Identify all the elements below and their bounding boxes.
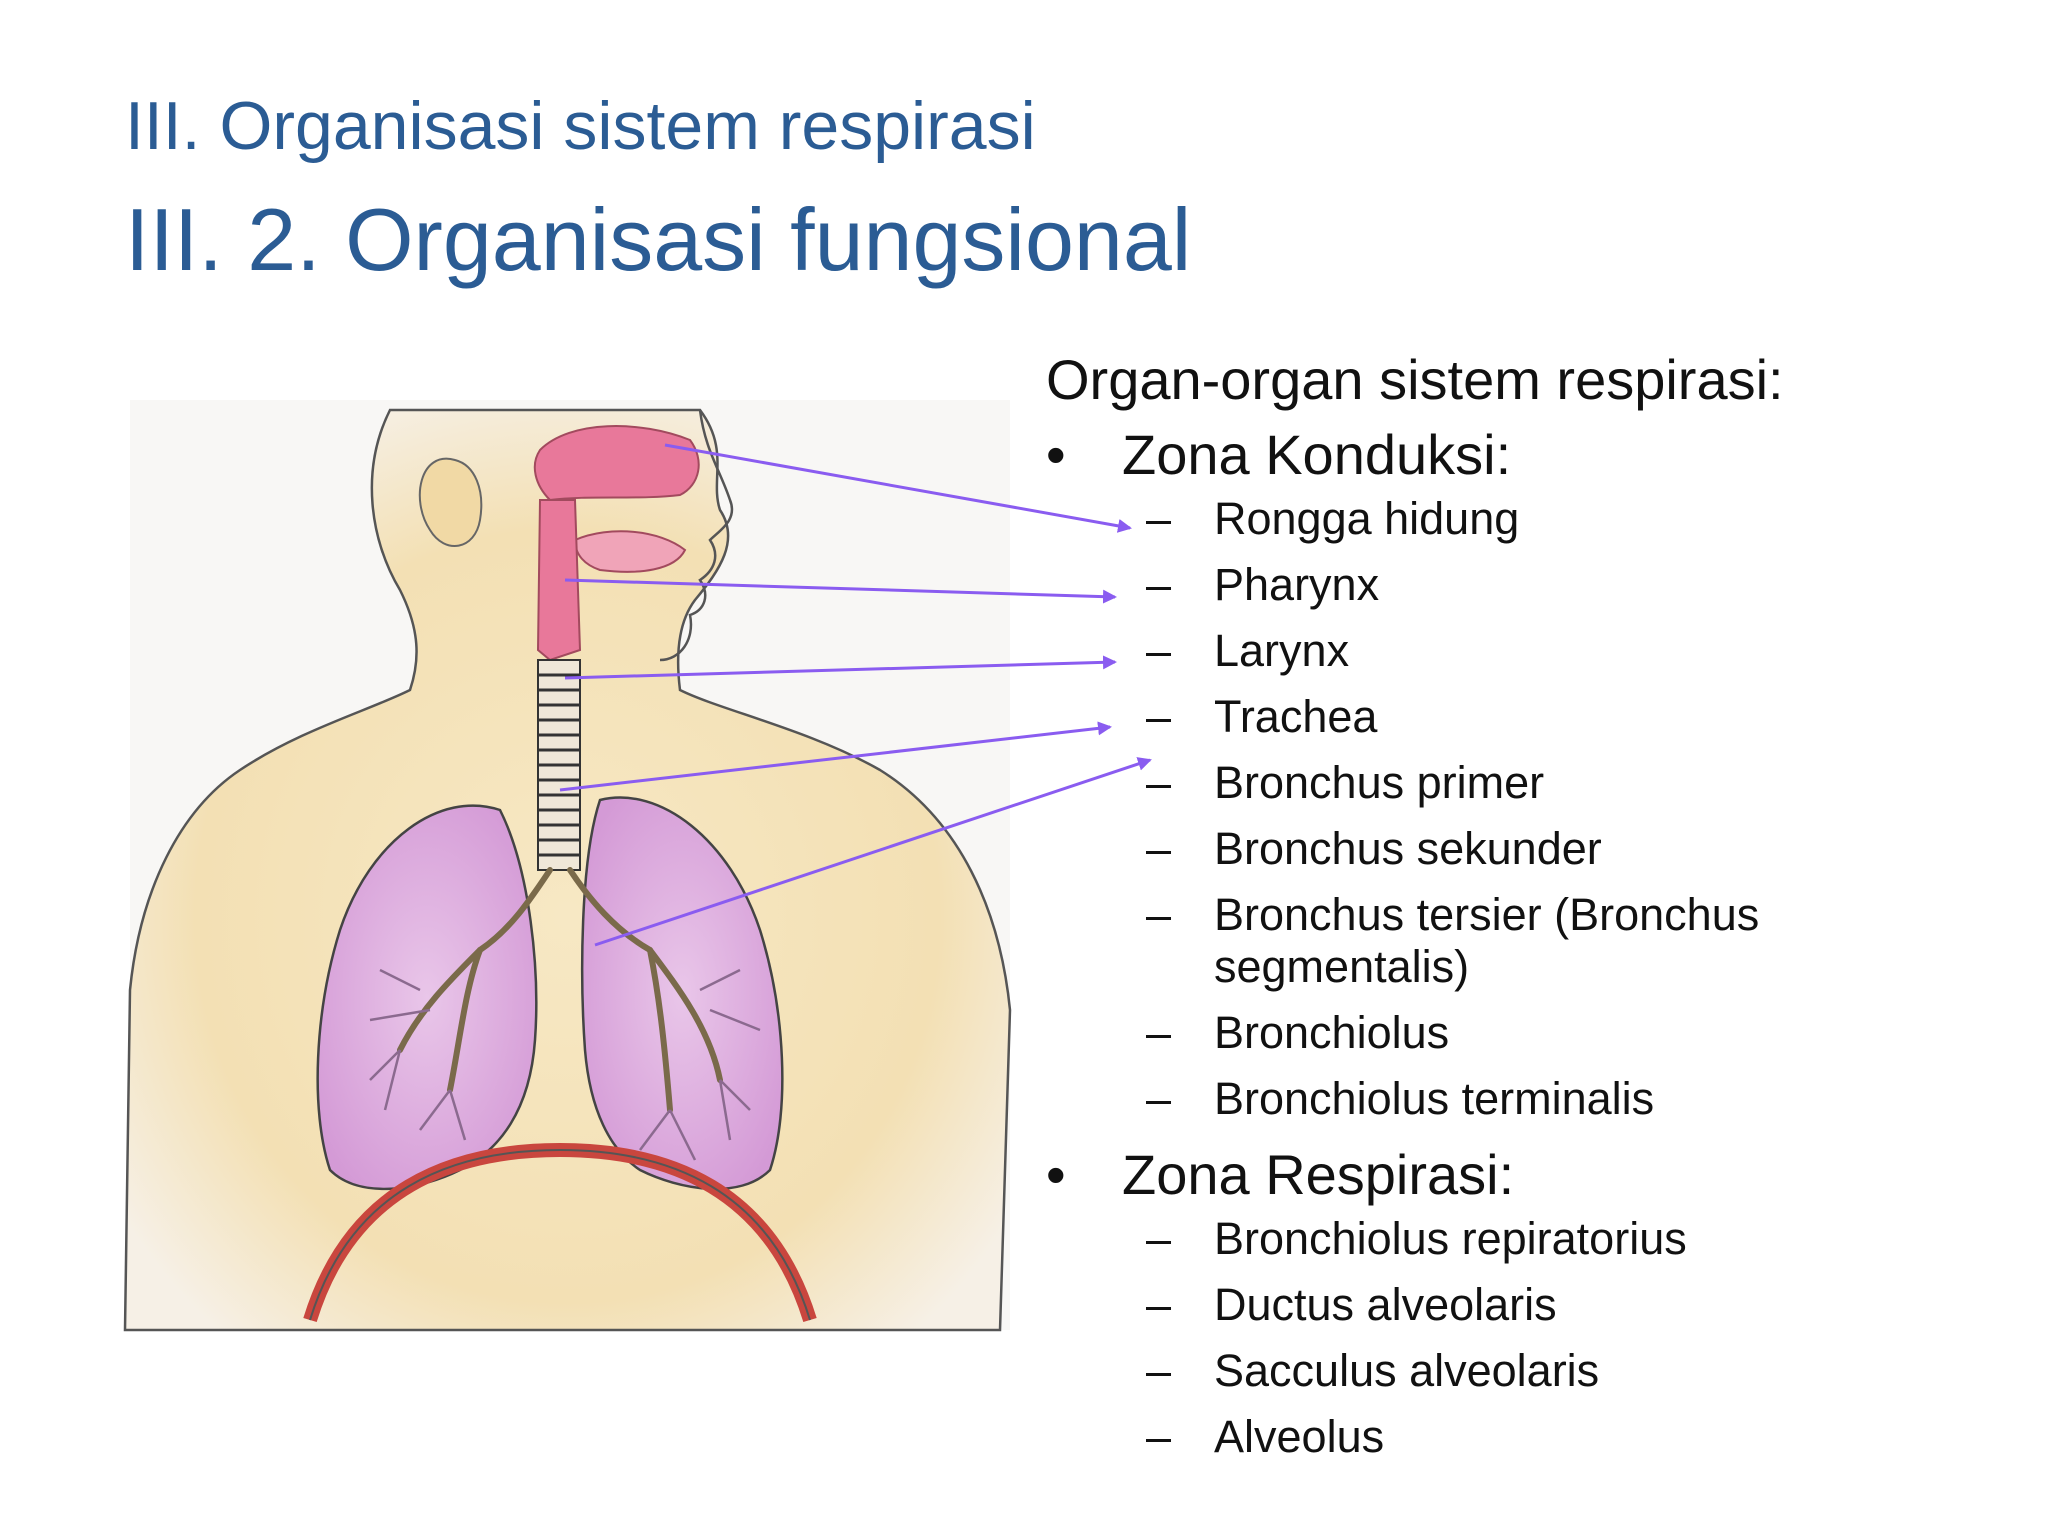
organ-list: Organ-organ sistem respirasi: • Zona Kon… <box>1046 345 2006 1477</box>
organ-list-intro: Organ-organ sistem respirasi: <box>1046 348 1784 411</box>
pharynx-larynx-shape <box>536 499 582 662</box>
list-item: – Trachea <box>1046 691 2006 743</box>
list-item: – Bronchus primer <box>1046 757 2006 809</box>
list-item-label: Sacculus alveolaris <box>1214 1345 1600 1396</box>
zone-label: Zona Respirasi: <box>1122 1143 1515 1206</box>
list-item: – Bronchiolus repiratorius <box>1046 1213 2006 1265</box>
list-item-label: Bronchus sekunder <box>1214 823 1602 874</box>
dash-icon: – <box>1146 1411 1172 1462</box>
dash-icon: – <box>1146 691 1172 742</box>
list-item-label: Bronchiolus <box>1214 1007 1450 1058</box>
list-item: – Rongga hidung <box>1046 493 2006 545</box>
list-item-label: Alveolus <box>1214 1411 1385 1462</box>
dash-icon: – <box>1146 757 1172 808</box>
dash-icon: – <box>1146 559 1172 610</box>
list-item: – Bronchus tersier (Bronchus segmentalis… <box>1046 889 2006 993</box>
zone-label: Zona Konduksi: <box>1122 423 1512 486</box>
bronchial-tree <box>397 867 723 1113</box>
list-item-label: Bronchiolus terminalis <box>1214 1073 1655 1124</box>
list-item: – Bronchiolus <box>1046 1007 2006 1059</box>
diaphragm-outline <box>309 1148 811 1321</box>
slide-title: III. Organisasi sistem respirasi <box>125 88 1036 164</box>
list-item: – Bronchiolus terminalis <box>1046 1073 2006 1125</box>
list-item: – Larynx <box>1046 625 2006 677</box>
mouth-shape <box>573 530 687 573</box>
list-item-label: Pharynx <box>1214 559 1380 610</box>
right-lung <box>316 804 538 1191</box>
list-item: – Sacculus alveolaris <box>1046 1345 2006 1397</box>
bullet-icon: • <box>1046 1143 1066 1206</box>
list-item-label: Trachea <box>1214 691 1378 742</box>
dash-icon: – <box>1146 1007 1172 1058</box>
dash-icon: – <box>1146 625 1172 676</box>
dash-icon: – <box>1146 1073 1172 1124</box>
list-item-label: Bronchus tersier (Bronchus segmentalis) <box>1214 889 1760 992</box>
zone-konduksi-heading: • Zona Konduksi: <box>1046 419 2006 493</box>
trachea-rings <box>537 659 581 871</box>
list-item: – Ductus alveolaris <box>1046 1279 2006 1331</box>
list-item-label: Bronchus primer <box>1214 757 1545 808</box>
bronchiole-branches <box>369 968 761 1161</box>
dash-icon: – <box>1146 1213 1172 1264</box>
list-item: – Bronchus sekunder <box>1046 823 2006 875</box>
zone-respirasi-heading: • Zona Respirasi: <box>1046 1139 2006 1213</box>
respiratory-system-illustration <box>123 400 1012 1332</box>
ear-shape <box>418 457 483 547</box>
dash-icon: – <box>1146 823 1172 874</box>
slide-subtitle: III. 2. Organisasi fungsional <box>125 190 1192 289</box>
dash-icon: – <box>1146 1279 1172 1330</box>
list-item-label: Ductus alveolaris <box>1214 1279 1557 1330</box>
bullet-icon: • <box>1046 423 1066 486</box>
dash-icon: – <box>1146 493 1172 544</box>
list-item-label: Rongga hidung <box>1214 493 1520 544</box>
list-item: – Pharynx <box>1046 559 2006 611</box>
nasal-cavity-shape <box>533 425 700 502</box>
dash-icon: – <box>1146 1345 1172 1396</box>
list-item-label: Larynx <box>1214 625 1350 676</box>
list-item: – Alveolus <box>1046 1411 2006 1463</box>
list-item-label: Bronchiolus repiratorius <box>1214 1213 1687 1264</box>
dash-icon: – <box>1146 889 1172 940</box>
